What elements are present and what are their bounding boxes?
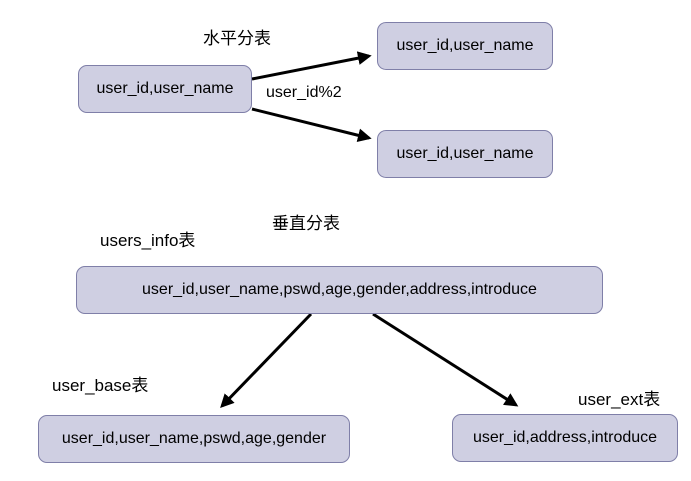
- shard-key-label: user_id%2: [266, 84, 342, 101]
- horizontal-source-table-node: user_id,user_name: [78, 65, 252, 113]
- arrow-vertical-base: [220, 312, 313, 408]
- user-base-table-label: user_base表: [52, 376, 149, 395]
- vertical-source-table-node: user_id,user_name,pswd,age,gender,addres…: [76, 266, 603, 314]
- users-info-table-label: users_info表: [100, 231, 196, 250]
- user-base-table-node: user_id,user_name,pswd,age,gender: [38, 415, 350, 463]
- user-ext-table-node: user_id,address,introduce: [452, 414, 678, 462]
- arrow-vertical-ext: [372, 312, 519, 407]
- horizontal-shard-table-2-node: user_id,user_name: [377, 130, 553, 178]
- arrow-horizontal-shard-2: [251, 107, 372, 143]
- arrow-horizontal-shard-1: [251, 51, 372, 81]
- horizontal-shard-table-1-node: user_id,user_name: [377, 22, 553, 70]
- user-ext-table-label: user_ext表: [578, 390, 661, 409]
- vertical-sharding-title: 垂直分表: [272, 214, 340, 233]
- horizontal-sharding-title: 水平分表: [203, 29, 271, 48]
